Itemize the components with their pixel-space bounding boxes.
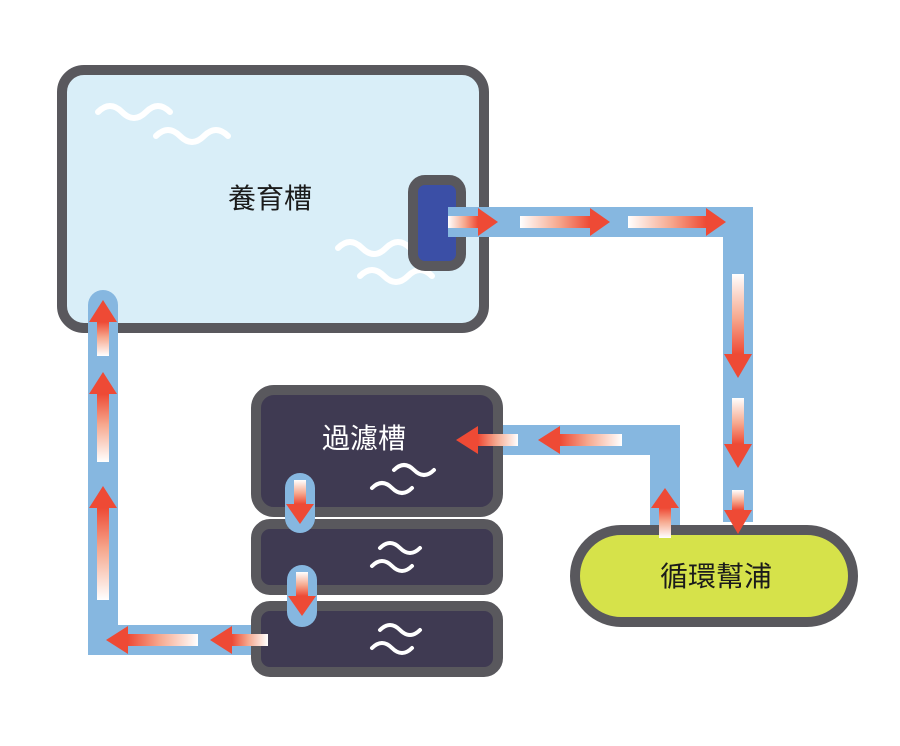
filter-label: 過濾槽 (322, 422, 406, 455)
wave-icon (153, 127, 231, 145)
wave-icon (370, 641, 414, 655)
arrow-icon (628, 208, 726, 236)
arrow-icon (724, 274, 752, 378)
arrow-icon (89, 372, 117, 462)
pump-label: 循環幫浦 (660, 560, 772, 593)
arrow-icon (89, 486, 117, 600)
arrow-icon (288, 572, 316, 616)
wave-icon (378, 623, 422, 637)
arrow-icon (210, 626, 268, 654)
filter-stack: 過濾槽 (251, 385, 503, 677)
wave-icon (335, 239, 413, 257)
tank-label: 養育槽 (228, 182, 312, 215)
arrow-icon (456, 426, 518, 454)
wave-icon (370, 481, 414, 495)
arrow-icon (89, 300, 117, 356)
pump: 循環幫浦 (570, 525, 858, 627)
arrow-icon (724, 398, 752, 468)
pump-body (570, 525, 858, 627)
arrow-icon (286, 480, 314, 524)
filter-tier-top (251, 385, 503, 517)
arrow-icon (520, 208, 610, 236)
wave-icon (378, 541, 422, 555)
arrow-icon (448, 208, 498, 236)
wave-icon (95, 103, 173, 121)
arrow-icon (651, 488, 679, 538)
tank-box (57, 65, 489, 333)
arrow-icon (538, 426, 622, 454)
arrow-icon (106, 626, 198, 654)
wave-icon (370, 559, 414, 573)
arrow-icon (724, 490, 752, 534)
flow-arrows (89, 208, 752, 654)
wave-icon (392, 463, 436, 477)
pipe-filter-to-tank (88, 290, 277, 655)
tank: 養育槽 (57, 65, 489, 333)
filter-tier-middle (251, 519, 503, 595)
